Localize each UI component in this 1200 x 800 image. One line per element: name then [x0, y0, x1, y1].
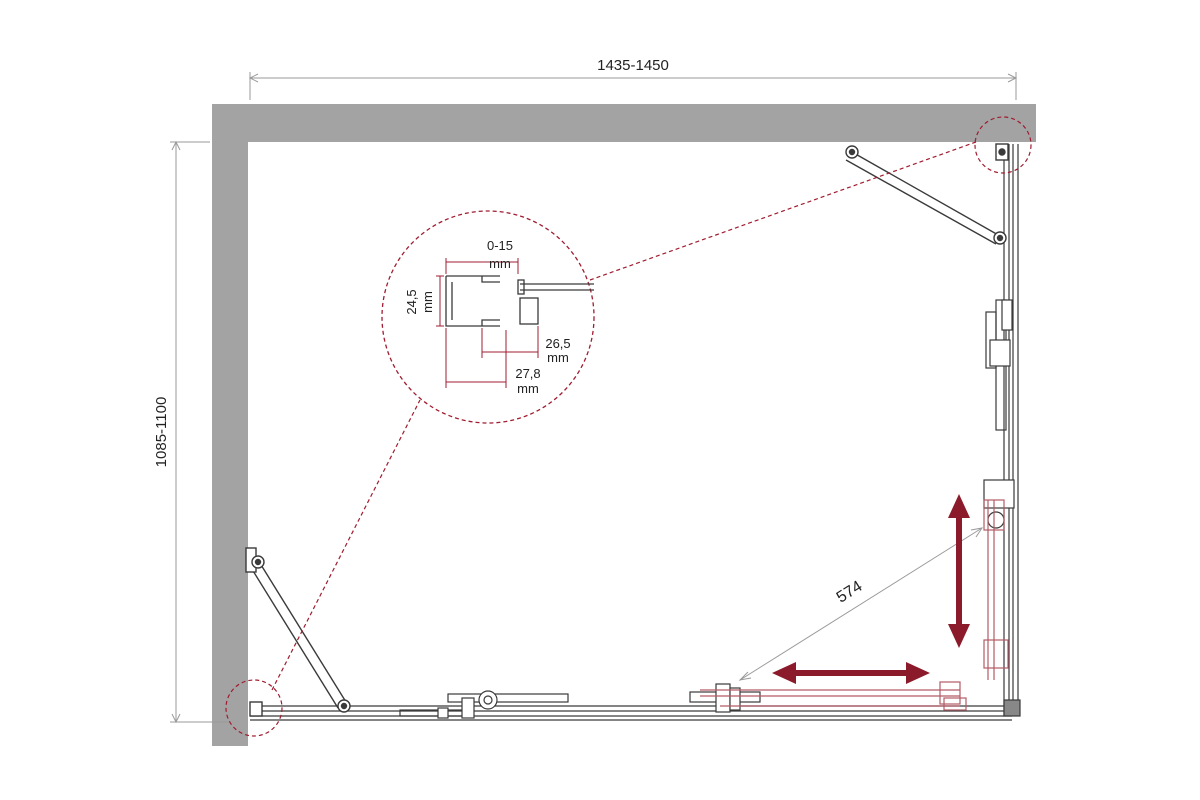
outer-value: 27,8: [515, 366, 540, 381]
right-fittings: [983, 299, 1015, 529]
vertical-slide-arrow: [948, 494, 970, 648]
width-label: 1435-1450: [597, 57, 669, 74]
opening-label: 574: [834, 578, 866, 607]
inner-value: 26,5: [545, 336, 570, 351]
height-unit: mm: [420, 291, 435, 313]
profile-detail-dims: [436, 258, 539, 388]
adjust-unit: mm: [489, 256, 511, 271]
left-wall: [212, 104, 248, 746]
leader-line-top: [589, 141, 977, 281]
bottom-left-bracket: [245, 547, 351, 717]
height-value: 24,5: [404, 289, 419, 314]
right-sliding-door: [983, 499, 1009, 680]
top-wall: [212, 104, 1036, 142]
width-dimension: [248, 72, 1018, 100]
front-fittings: [437, 683, 741, 719]
adjust-value: 0-15: [487, 238, 513, 253]
top-right-bracket: [845, 143, 1009, 245]
corner-callout-top: [974, 116, 1032, 174]
depth-label: 1085-1100: [153, 397, 170, 468]
opening-dimension: [738, 527, 984, 681]
corner-callout-bottom: [225, 679, 283, 737]
outer-unit: mm: [517, 381, 539, 396]
profile-detail-drawing: [445, 275, 594, 327]
right-rail: [985, 144, 1021, 717]
front-sliding-door: [700, 681, 967, 711]
leader-line-bottom: [271, 399, 421, 691]
horizontal-slide-arrow: [772, 662, 930, 684]
depth-dimension: [170, 140, 228, 724]
profile-detail-circle: [381, 210, 595, 424]
inner-unit: mm: [547, 350, 569, 365]
